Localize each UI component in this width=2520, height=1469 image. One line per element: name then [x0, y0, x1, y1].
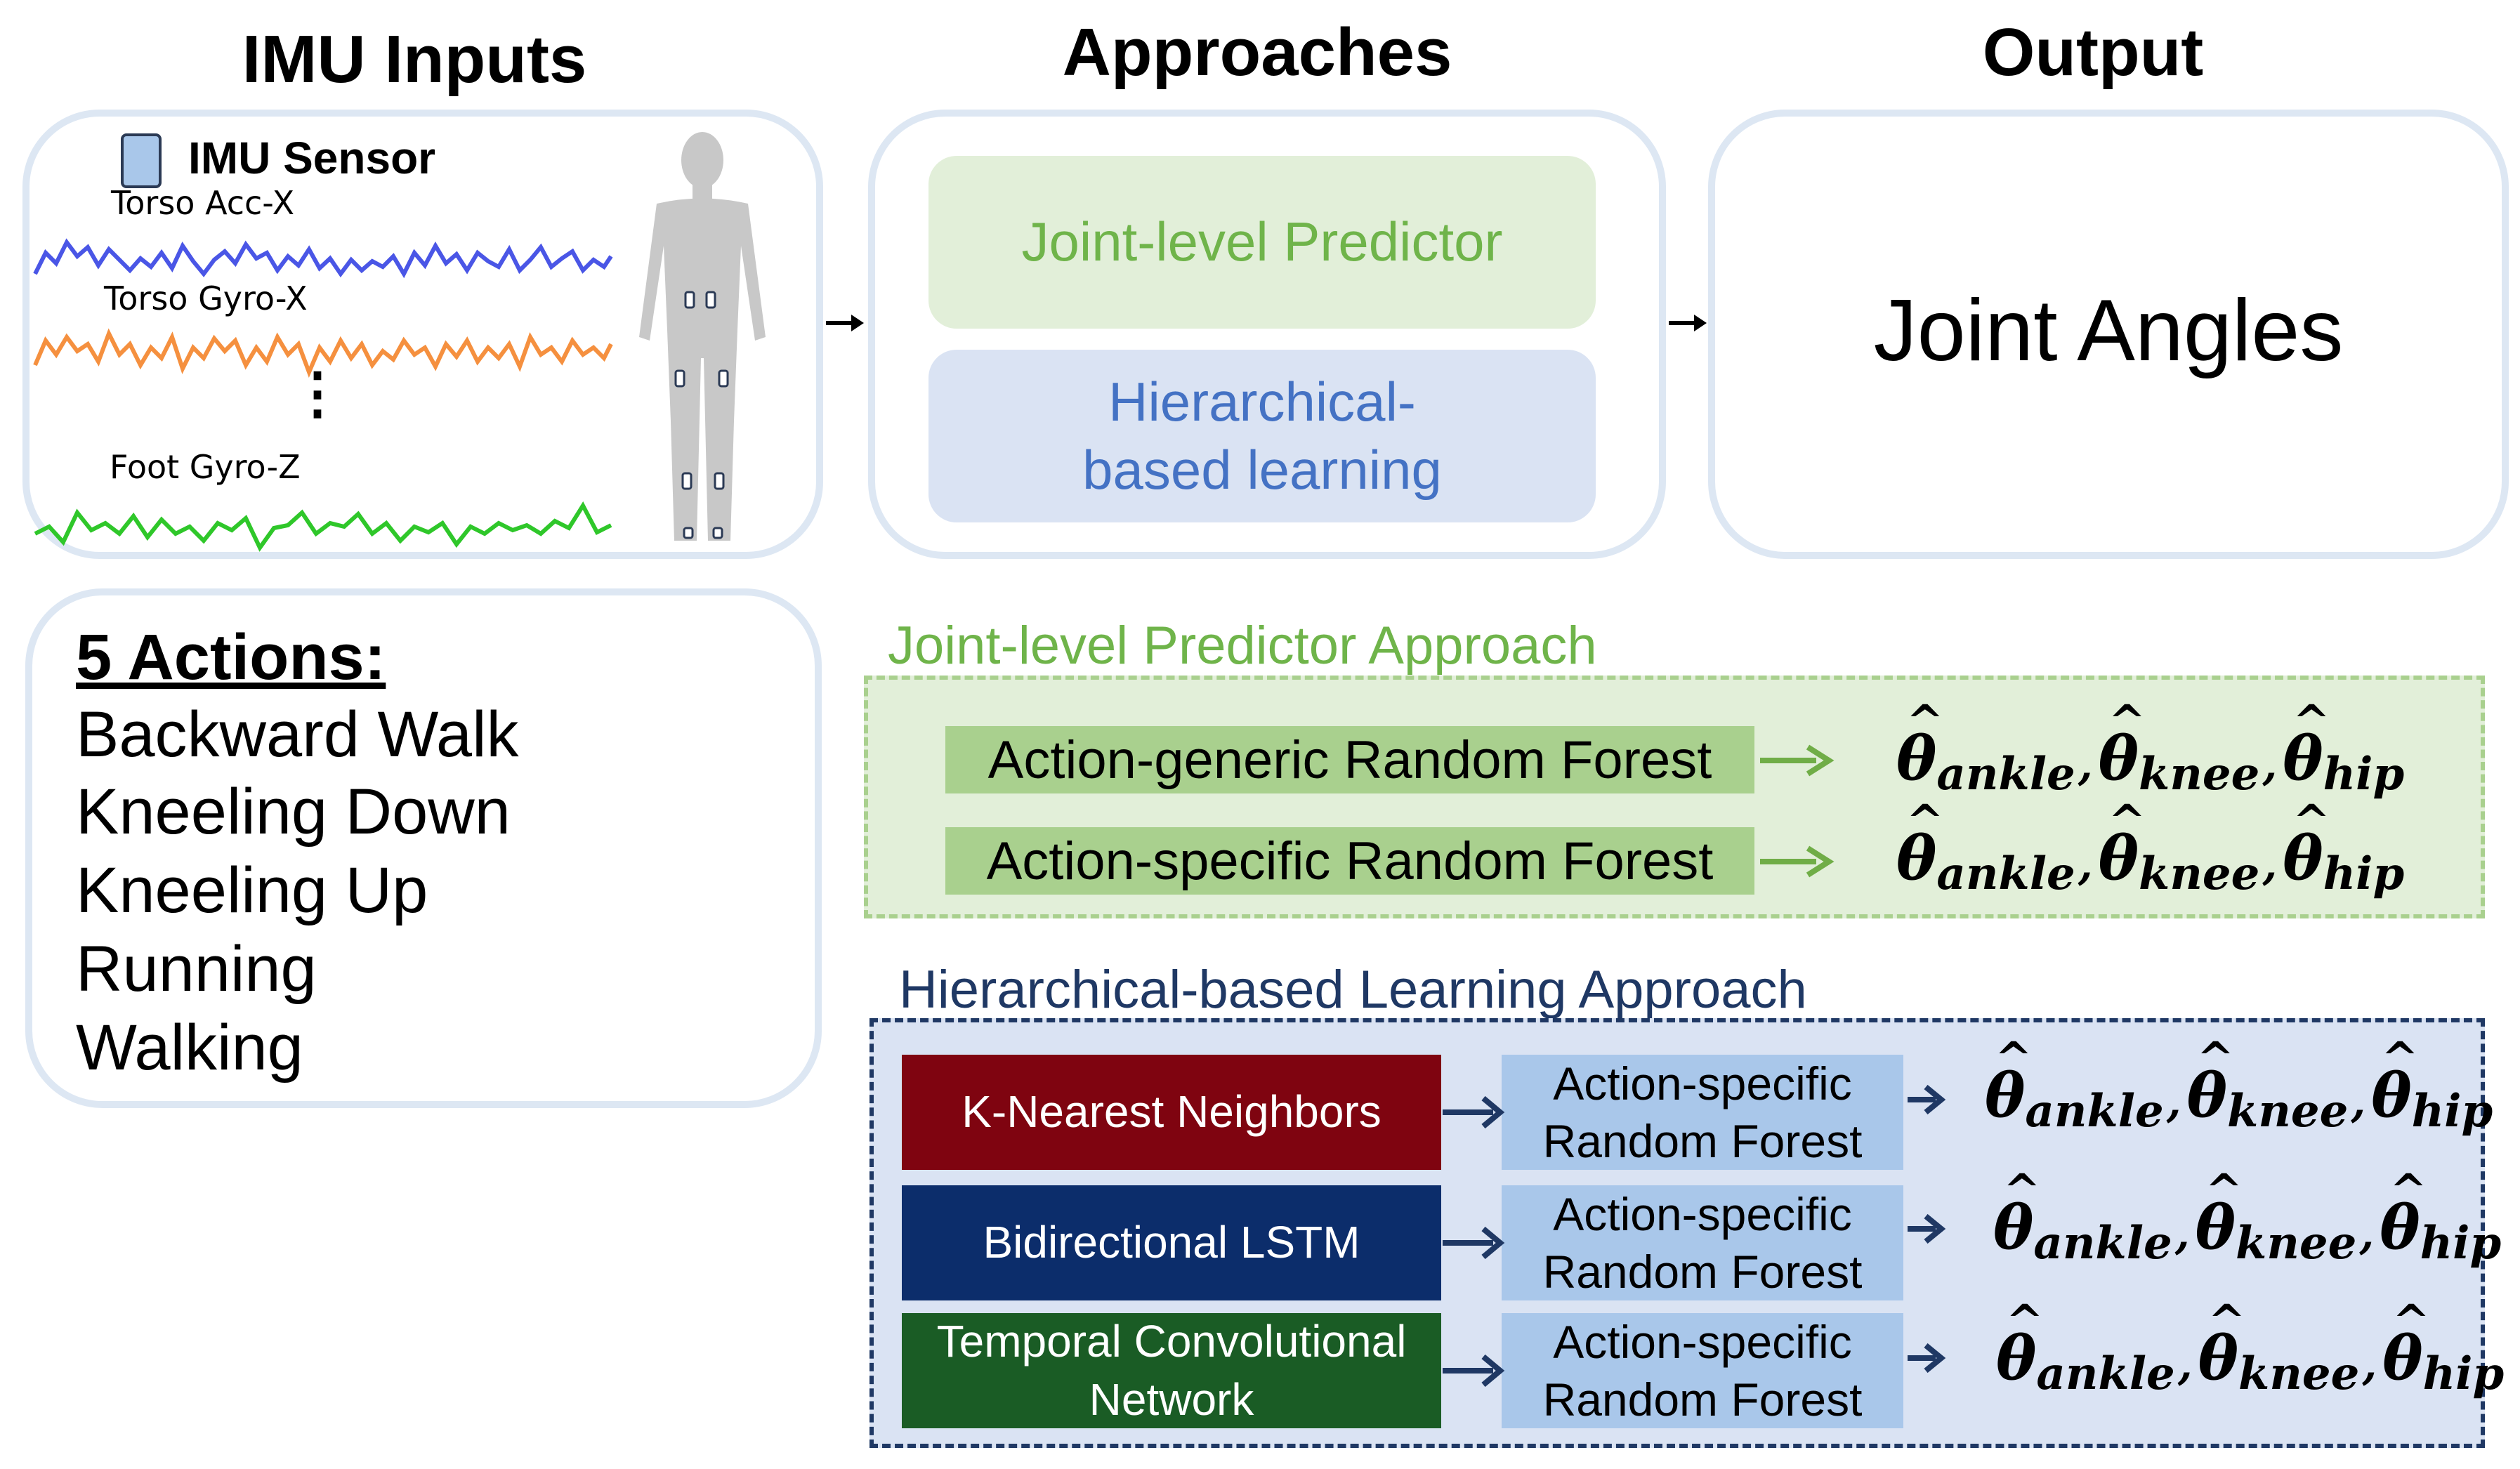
joint-outputs: θankle,θknee,θhip: [1985, 1032, 2493, 1138]
joint-level-predictor-box: Joint-level Predictor: [928, 156, 1596, 329]
green-arrow-1: [1760, 744, 1835, 777]
joint-outputs: θankle,θknee,θhip: [1896, 695, 2404, 801]
action-specific-rf-box: Action-specific Random Forest: [1502, 1185, 1903, 1300]
action-item: Kneeling Up: [76, 855, 428, 926]
action-generic-rf-box: Action-generic Random Forest: [945, 726, 1754, 793]
hierarchical-section-title: Hierarchical-based Learning Approach: [899, 960, 1807, 1020]
joint-outputs: θankle,θknee,θhip: [1896, 795, 2404, 900]
signal-label-foot-gyro: Foot Gyro-Z: [110, 448, 301, 486]
joint-level-section-title: Joint-level Predictor Approach: [888, 616, 1597, 676]
green-arrow-2: [1760, 845, 1835, 878]
action-specific-rf-box: Action-specific Random Forest: [1502, 1313, 1903, 1428]
imu-signal-plot: [33, 238, 613, 552]
joint-outputs: θankle,θknee,θhip: [1993, 1164, 2501, 1270]
torso-sensor-icon: [684, 291, 695, 309]
shank-sensor-icon: [681, 472, 693, 490]
joint-angles-label: Joint Angles: [1873, 282, 2344, 379]
imu-sensor-icon: [121, 133, 162, 188]
signal-torso-acc: [33, 238, 613, 279]
bilstm-box: Bidirectional LSTM: [902, 1185, 1441, 1300]
arrow-approaches-to-output: [1669, 315, 1707, 331]
action-specific-rf-box: Action-specific Random Forest: [1502, 1055, 1903, 1170]
actions-title: 5 Actions:: [76, 621, 386, 693]
action-item: Running: [76, 933, 317, 1005]
action-item: Walking: [76, 1012, 303, 1083]
signal-label-torso-gyro: Torso Gyro-X: [104, 279, 308, 317]
signal-ellipsis: ⋮: [289, 362, 346, 424]
arrow-inputs-to-approaches: [826, 315, 864, 331]
thigh-sensor-icon: [674, 369, 685, 388]
imu-sensor-label: IMU Sensor: [188, 133, 436, 183]
human-body-figure: [639, 132, 766, 541]
header-approaches: Approaches: [1062, 15, 1452, 90]
action-specific-rf-box: Action-specific Random Forest: [945, 827, 1754, 895]
hierarchical-learning-box: Hierarchical-based learning: [928, 350, 1596, 522]
actions-panel: [25, 588, 822, 1108]
knn-box: K-Nearest Neighbors: [902, 1055, 1441, 1170]
header-imu-inputs: IMU Inputs: [242, 22, 587, 97]
header-output: Output: [1982, 15, 2204, 90]
signal-torso-gyro: [33, 328, 613, 378]
action-item: Kneeling Down: [76, 776, 511, 848]
foot-sensor-icon: [683, 527, 694, 539]
output-panel: [1708, 110, 2509, 559]
signal-foot-gyro: [34, 501, 612, 552]
tcn-box: Temporal Convolutional Network: [902, 1313, 1441, 1428]
joint-outputs: θankle,θknee,θhip: [1996, 1295, 2504, 1400]
navy-arrows: [1443, 1084, 1945, 1388]
signal-label-torso-acc: Torso Acc-X: [111, 184, 295, 222]
action-item: Backward Walk: [76, 699, 519, 770]
